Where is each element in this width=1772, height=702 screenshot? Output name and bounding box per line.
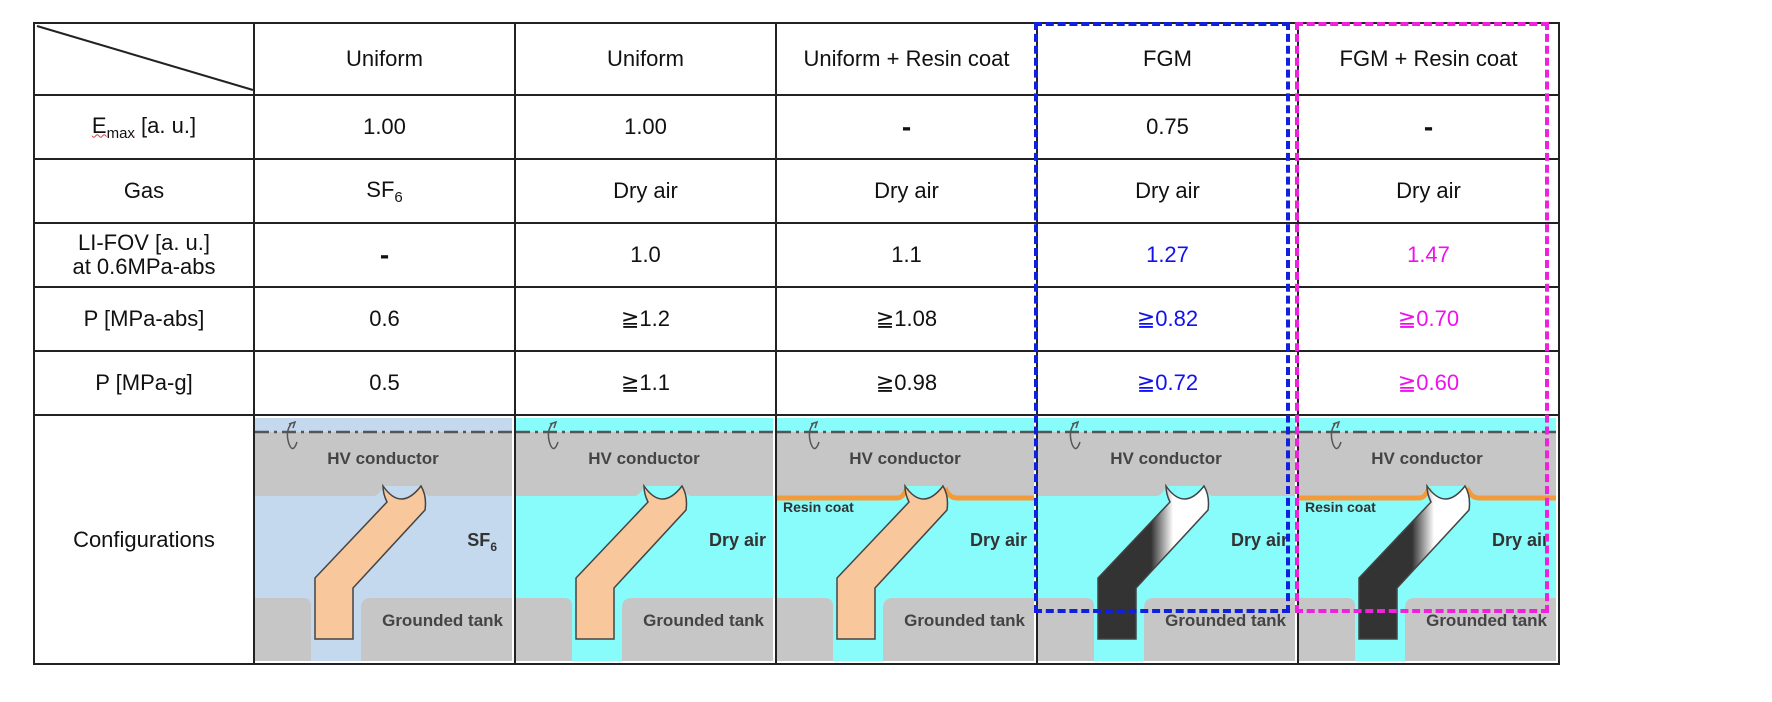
pg-uniform-resin: ≧0.98 <box>775 350 1038 416</box>
hv-conductor-label: HV conductor <box>849 449 961 468</box>
pg-uniform-sf6: 0.5 <box>253 350 516 416</box>
pabs-uniform-resin: ≧1.08 <box>775 286 1038 352</box>
grounded-tank-shape <box>1038 598 1295 661</box>
row-p-gauge: P [MPa-g] 0.5 ≧1.1 ≧0.98 ≧0.72 ≧0.60 <box>33 350 1560 416</box>
comparison-table: Uniform Uniform Uniform + Resin coat FGM… <box>33 22 1560 665</box>
rotation-icon <box>1069 420 1081 450</box>
rotation-icon <box>286 420 298 450</box>
pabs-fgm-resin: ≧0.70 <box>1297 286 1560 352</box>
fgm-spacer <box>1097 483 1210 640</box>
gas-label: Dry air <box>709 530 766 550</box>
comparison-table-container: Uniform Uniform Uniform + Resin coat FGM… <box>33 22 1560 665</box>
row-emax: Emax [a. u.] 1.00 1.00 - 0.75 - <box>33 94 1560 160</box>
row-label-emax: Emax [a. u.] <box>33 94 255 160</box>
row-gas: Gas SF6 Dry air Dry air Dry air Dry air <box>33 158 1560 224</box>
pg-fgm-resin: ≧0.60 <box>1297 350 1560 416</box>
header-fgm-resin: FGM + Resin coat <box>1297 22 1560 96</box>
grounded-tank-shape <box>255 598 512 661</box>
hv-conductor-label: HV conductor <box>1371 449 1483 468</box>
hv-conductor-shape <box>1038 432 1295 496</box>
grounded-tank-label: Grounded tank <box>643 611 764 630</box>
gas-uniform-dry-air: Dry air <box>514 158 777 224</box>
gas-label: Dry air <box>1492 530 1549 550</box>
hv-conductor-shape <box>1299 432 1556 496</box>
emax-fgm: 0.75 <box>1036 94 1299 160</box>
diagonal-line <box>36 25 254 91</box>
grounded-tank-label: Grounded tank <box>1426 611 1547 630</box>
grounded-tank-shape <box>516 598 773 661</box>
hv-conductor-shape <box>777 432 1034 496</box>
rotation-icon <box>547 420 559 450</box>
emax-uniform-dry-air: 1.00 <box>514 94 777 160</box>
pabs-uniform-dry-air: ≧1.2 <box>514 286 777 352</box>
pabs-fgm: ≧0.82 <box>1036 286 1299 352</box>
grounded-tank-shape <box>1299 598 1556 661</box>
uniform-spacer <box>314 483 427 640</box>
pabs-uniform-sf6: 0.6 <box>253 286 516 352</box>
grounded-tank-label: Grounded tank <box>904 611 1025 630</box>
gas-fgm: Dry air <box>1036 158 1299 224</box>
hv-conductor-label: HV conductor <box>327 449 439 468</box>
emax-fgm-resin: - <box>1297 94 1560 160</box>
header-uniform-dry-air: Uniform <box>514 22 777 96</box>
emax-uniform-sf6: 1.00 <box>253 94 516 160</box>
gas-uniform-resin: Dry air <box>775 158 1038 224</box>
hv-conductor-label: HV conductor <box>1110 449 1222 468</box>
emax-symbol: Emax <box>91 112 135 142</box>
row-label-p-abs: P [MPa-abs] <box>33 286 255 352</box>
row-label-p-gauge: P [MPa-g] <box>33 350 255 416</box>
emax-uniform-resin: - <box>775 94 1038 160</box>
pg-uniform-dry-air: ≧1.1 <box>514 350 777 416</box>
lifov-uniform-sf6: - <box>253 222 516 288</box>
grounded-tank-shape <box>777 598 1034 661</box>
corner-cell <box>33 22 255 96</box>
row-li-fov: LI-FOV [a. u.]at 0.6MPa-abs - 1.0 1.1 1.… <box>33 222 1560 288</box>
header-row: Uniform Uniform Uniform + Resin coat FGM… <box>33 22 1560 96</box>
lifov-uniform-resin: 1.1 <box>775 222 1038 288</box>
gas-label: Dry air <box>970 530 1027 550</box>
header-uniform-sf6: Uniform <box>253 22 516 96</box>
gas-uniform-sf6: SF6 <box>253 158 516 224</box>
rotation-icon <box>808 420 820 450</box>
resin-coat-label: Resin coat <box>783 499 854 515</box>
row-label-gas: Gas <box>33 158 255 224</box>
hv-conductor-shape <box>516 432 773 496</box>
header-uniform-resin: Uniform + Resin coat <box>775 22 1038 96</box>
gas-label: Dry air <box>1231 530 1288 550</box>
pg-fgm: ≧0.72 <box>1036 350 1299 416</box>
row-label-li-fov: LI-FOV [a. u.]at 0.6MPa-abs <box>33 222 255 288</box>
lifov-fgm: 1.27 <box>1036 222 1299 288</box>
uniform-spacer <box>836 483 949 640</box>
rotation-icon <box>1330 420 1342 450</box>
grounded-tank-label: Grounded tank <box>1165 611 1286 630</box>
hv-conductor-label: HV conductor <box>588 449 700 468</box>
header-fgm: FGM <box>1036 22 1299 96</box>
fgm-spacer <box>1358 483 1471 640</box>
uniform-spacer <box>575 483 688 640</box>
grounded-tank-label: Grounded tank <box>382 611 503 630</box>
hv-conductor-shape <box>255 432 512 496</box>
row-label-configurations: Configurations <box>33 414 255 665</box>
lifov-fgm-resin: 1.47 <box>1297 222 1560 288</box>
gas-fgm-resin: Dry air <box>1297 158 1560 224</box>
row-p-abs: P [MPa-abs] 0.6 ≧1.2 ≧1.08 ≧0.82 ≧0.70 <box>33 286 1560 352</box>
resin-coat-label: Resin coat <box>1305 499 1376 515</box>
lifov-uniform-dry-air: 1.0 <box>514 222 777 288</box>
